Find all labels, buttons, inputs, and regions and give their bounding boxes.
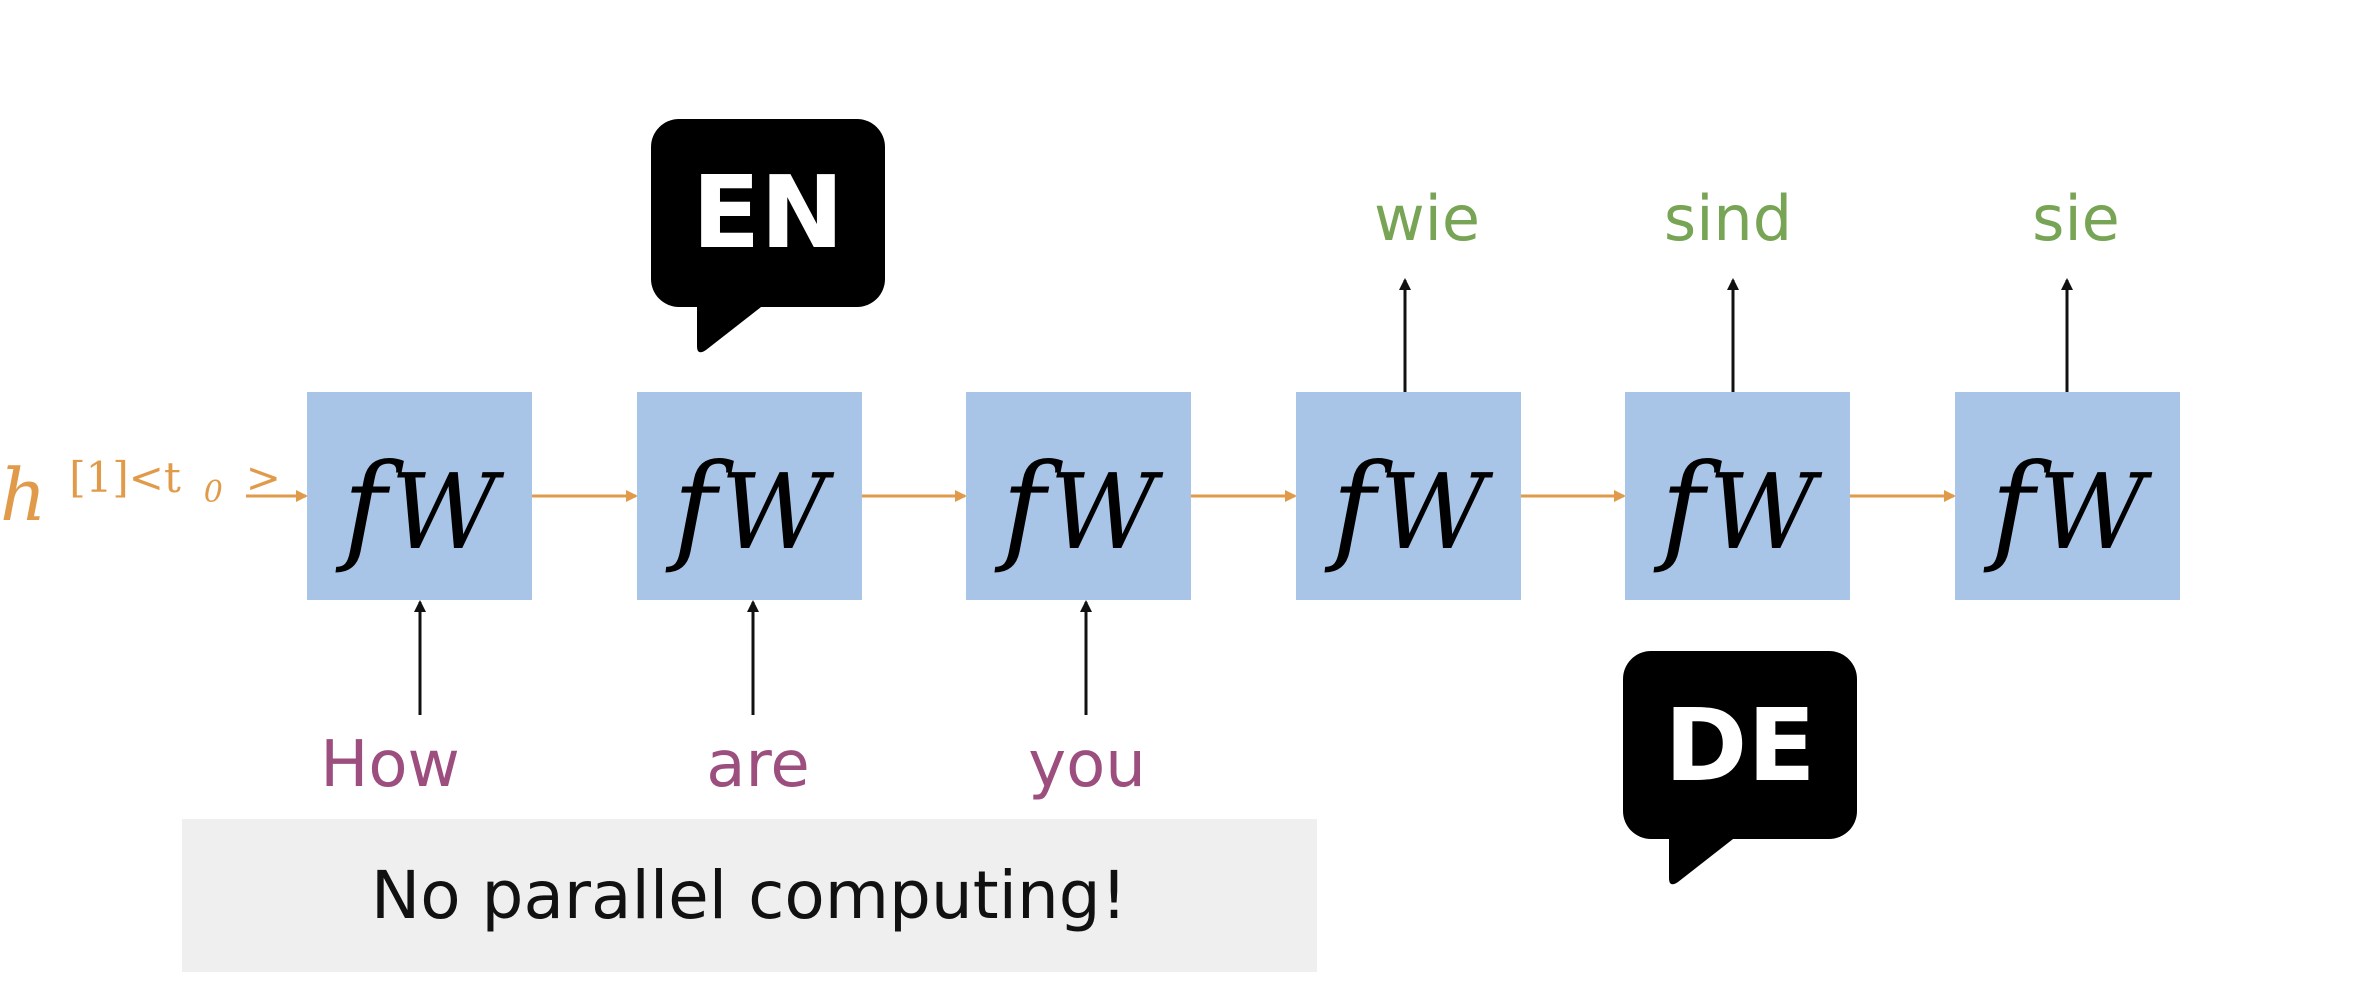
de-bubble-tail (1669, 832, 1742, 885)
cell-box (1955, 392, 2180, 600)
cell-label-w: W (390, 451, 504, 573)
en-bubble-box (651, 119, 885, 307)
hidden-state-subscript: 0 (204, 475, 223, 510)
de-badge-text: DE (1664, 687, 1815, 804)
cell-label-w: W (1049, 451, 1163, 573)
rnn-cell: fW (1625, 392, 1850, 600)
en-bubble-tail (697, 300, 770, 353)
output-word: wie (1374, 182, 1480, 255)
hidden-state-superscript: [1]<t (69, 453, 181, 502)
rnn-cell: fW (1296, 392, 1521, 600)
output-word: sie (2032, 182, 2120, 255)
input-words: How are you (320, 728, 1146, 802)
input-arrows (414, 600, 1092, 715)
cell-label: fW (1653, 438, 1823, 576)
output-arrows (1399, 278, 2073, 392)
cell-box (307, 392, 532, 600)
input-word: you (1028, 728, 1146, 802)
cell-label: fW (335, 438, 505, 576)
output-words: wie sind sie (1374, 182, 2120, 255)
rnn-cell: fW (307, 392, 532, 600)
note-background (182, 819, 1317, 972)
note-text: No parallel computing! (371, 857, 1127, 934)
cell-box (966, 392, 1191, 600)
initial-hidden-state-label: h [1]<t 0 > (0, 425, 281, 537)
input-word: are (706, 728, 810, 802)
de-speech-bubble: DE (1623, 651, 1857, 885)
hidden-state-close: > (246, 453, 281, 502)
rnn-cell: fW (1955, 392, 2180, 600)
de-bubble-box (1623, 651, 1857, 839)
cell-box (1625, 392, 1850, 600)
rnn-cell: fW (966, 392, 1191, 600)
cell-label: fW (994, 438, 1164, 576)
cell-box (1296, 392, 1521, 600)
cell-label-w: W (2038, 451, 2152, 573)
input-word: How (320, 728, 460, 802)
hidden-state-base: h (0, 453, 46, 537)
cell-label-w: W (1708, 451, 1822, 573)
cell-label: fW (1983, 438, 2153, 576)
en-badge-text: EN (692, 154, 844, 271)
cell-label: fW (665, 438, 835, 576)
cell-label: fW (1324, 438, 1494, 576)
output-word: sind (1664, 182, 1792, 255)
rnn-cell: fW (637, 392, 862, 600)
note-box: No parallel computing! (182, 819, 1317, 972)
cell-label-w: W (720, 451, 834, 573)
rnn-cells: fW fW fW fW fW (307, 392, 2180, 600)
en-speech-bubble: EN (651, 119, 885, 353)
cell-label-w: W (1379, 451, 1493, 573)
cell-box (637, 392, 862, 600)
